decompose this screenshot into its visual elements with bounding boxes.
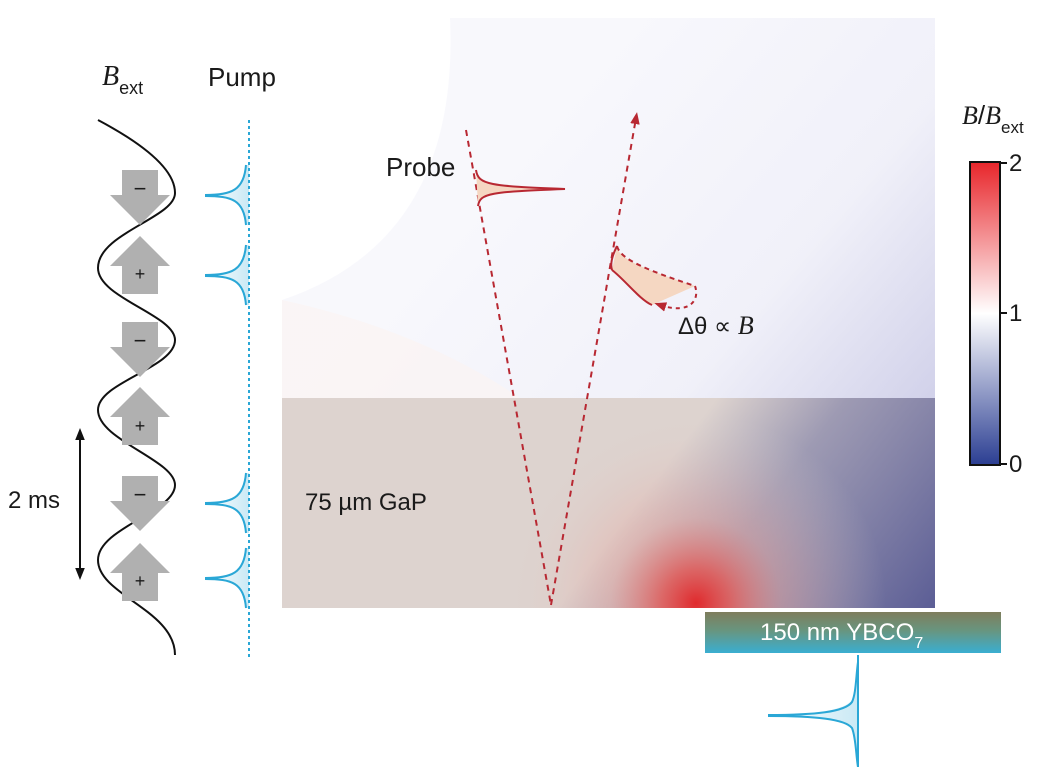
rotation-label: Δθ ∝ B [678, 311, 754, 340]
field-arrow-up: + [110, 543, 170, 601]
field-sign: − [134, 176, 147, 201]
bext-label: Bext [102, 61, 143, 98]
pump-pulse [204, 547, 249, 609]
field-arrow-up: + [110, 236, 170, 294]
air-field-map [282, 18, 935, 398]
probe-label: Probe [386, 152, 455, 182]
gap-substrate [282, 398, 935, 608]
colorbar-tick: 0 [1009, 451, 1022, 478]
colorbar: B/Bext 2 1 0 [962, 100, 1024, 478]
field-sign: + [135, 264, 146, 284]
field-sign: − [134, 328, 147, 353]
probe-beam [465, 112, 640, 606]
colorbar-title: B/Bext [962, 100, 1024, 137]
colorbar-tick: 2 [1009, 150, 1022, 177]
time-scale-bar: 2 ms [8, 428, 85, 580]
pump-label: Pump [208, 62, 276, 92]
time-scale-label: 2 ms [8, 487, 60, 514]
field-arrow-up: + [110, 387, 170, 445]
substrate-label: 75 µm GaP [305, 489, 427, 516]
field-arrow-down: − [110, 322, 170, 377]
field-arrow-down: − [110, 170, 170, 225]
pump-pulse [204, 164, 249, 226]
probe-pulse [475, 169, 566, 207]
field-sign: + [135, 416, 146, 436]
field-arrows: − + − + − + [110, 170, 170, 601]
field-oscillation [96, 119, 177, 656]
pump-pulse-bottom [767, 655, 859, 767]
field-sign: + [135, 571, 146, 591]
field-sign: − [134, 482, 147, 507]
pump-pulse [204, 472, 249, 534]
pump-pulse [204, 244, 249, 306]
pump-train [204, 120, 250, 657]
rotated-pulse [610, 245, 698, 312]
film-label: 150 nm YBCO7 [760, 619, 923, 652]
colorbar-tick: 1 [1009, 300, 1022, 327]
ybco-film: 150 nm YBCO7 [705, 612, 1001, 653]
field-arrow-down: − [110, 476, 170, 531]
